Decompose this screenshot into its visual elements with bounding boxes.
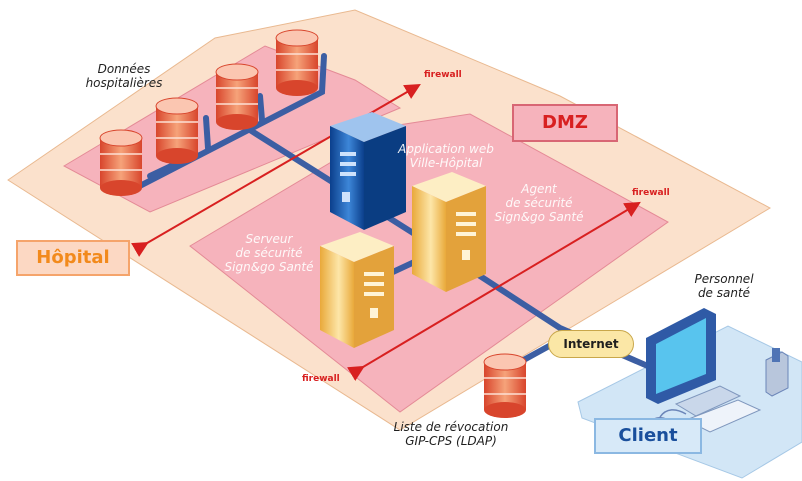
security-server-icon <box>320 232 394 348</box>
hospital-data-label-line1: Données <box>97 62 151 76</box>
card-reader-icon <box>765 348 789 397</box>
agent-server-icon <box>412 172 486 292</box>
firewall-label-right: firewall <box>632 188 670 198</box>
database-icon <box>99 129 143 196</box>
client-zone-label: Client <box>594 418 702 454</box>
server-label: Serveur de sécurité Sign&go Santé <box>214 232 324 274</box>
webapp-label-line1: Application web <box>398 142 494 156</box>
staff-label: Personnel de santé <box>676 272 772 300</box>
agent-label-line1: Agent <box>521 182 557 196</box>
internet-node: Internet <box>548 330 634 358</box>
ldap-database-icon <box>483 353 527 418</box>
computer-icon <box>646 308 762 433</box>
web-server-icon <box>330 112 406 230</box>
server-label-line1: Serveur <box>245 232 293 246</box>
webapp-label-line2: Ville-Hôpital <box>409 156 483 170</box>
hospital-data-label-line2: hospitalières <box>85 76 163 90</box>
agent-label-line3: Sign&go Santé <box>494 210 584 224</box>
firewall-label-bottom: firewall <box>302 374 340 384</box>
webapp-label: Application web Ville-Hôpital <box>390 142 502 170</box>
dmz-zone-label: DMZ <box>512 104 618 142</box>
staff-label-line1: Personnel <box>694 272 754 286</box>
server-label-line2: de sécurité <box>235 246 303 260</box>
server-label-line3: Sign&go Santé <box>224 260 314 274</box>
revocation-label-line1: Liste de révocation <box>393 420 509 434</box>
hospital-zone-label: Hôpital <box>16 240 130 276</box>
agent-label: Agent de sécurité Sign&go Santé <box>484 182 594 224</box>
revocation-label: Liste de révocation GIP-CPS (LDAP) <box>384 420 518 448</box>
revocation-label-line2: GIP-CPS (LDAP) <box>405 434 497 448</box>
staff-label-line2: de santé <box>697 286 751 300</box>
database-icon <box>275 29 319 96</box>
database-icon <box>155 97 199 164</box>
firewall-label-top: firewall <box>424 70 462 80</box>
hospital-data-label: Données hospitalières <box>70 62 178 90</box>
agent-label-line2: de sécurité <box>505 196 573 210</box>
database-icon <box>215 63 259 130</box>
